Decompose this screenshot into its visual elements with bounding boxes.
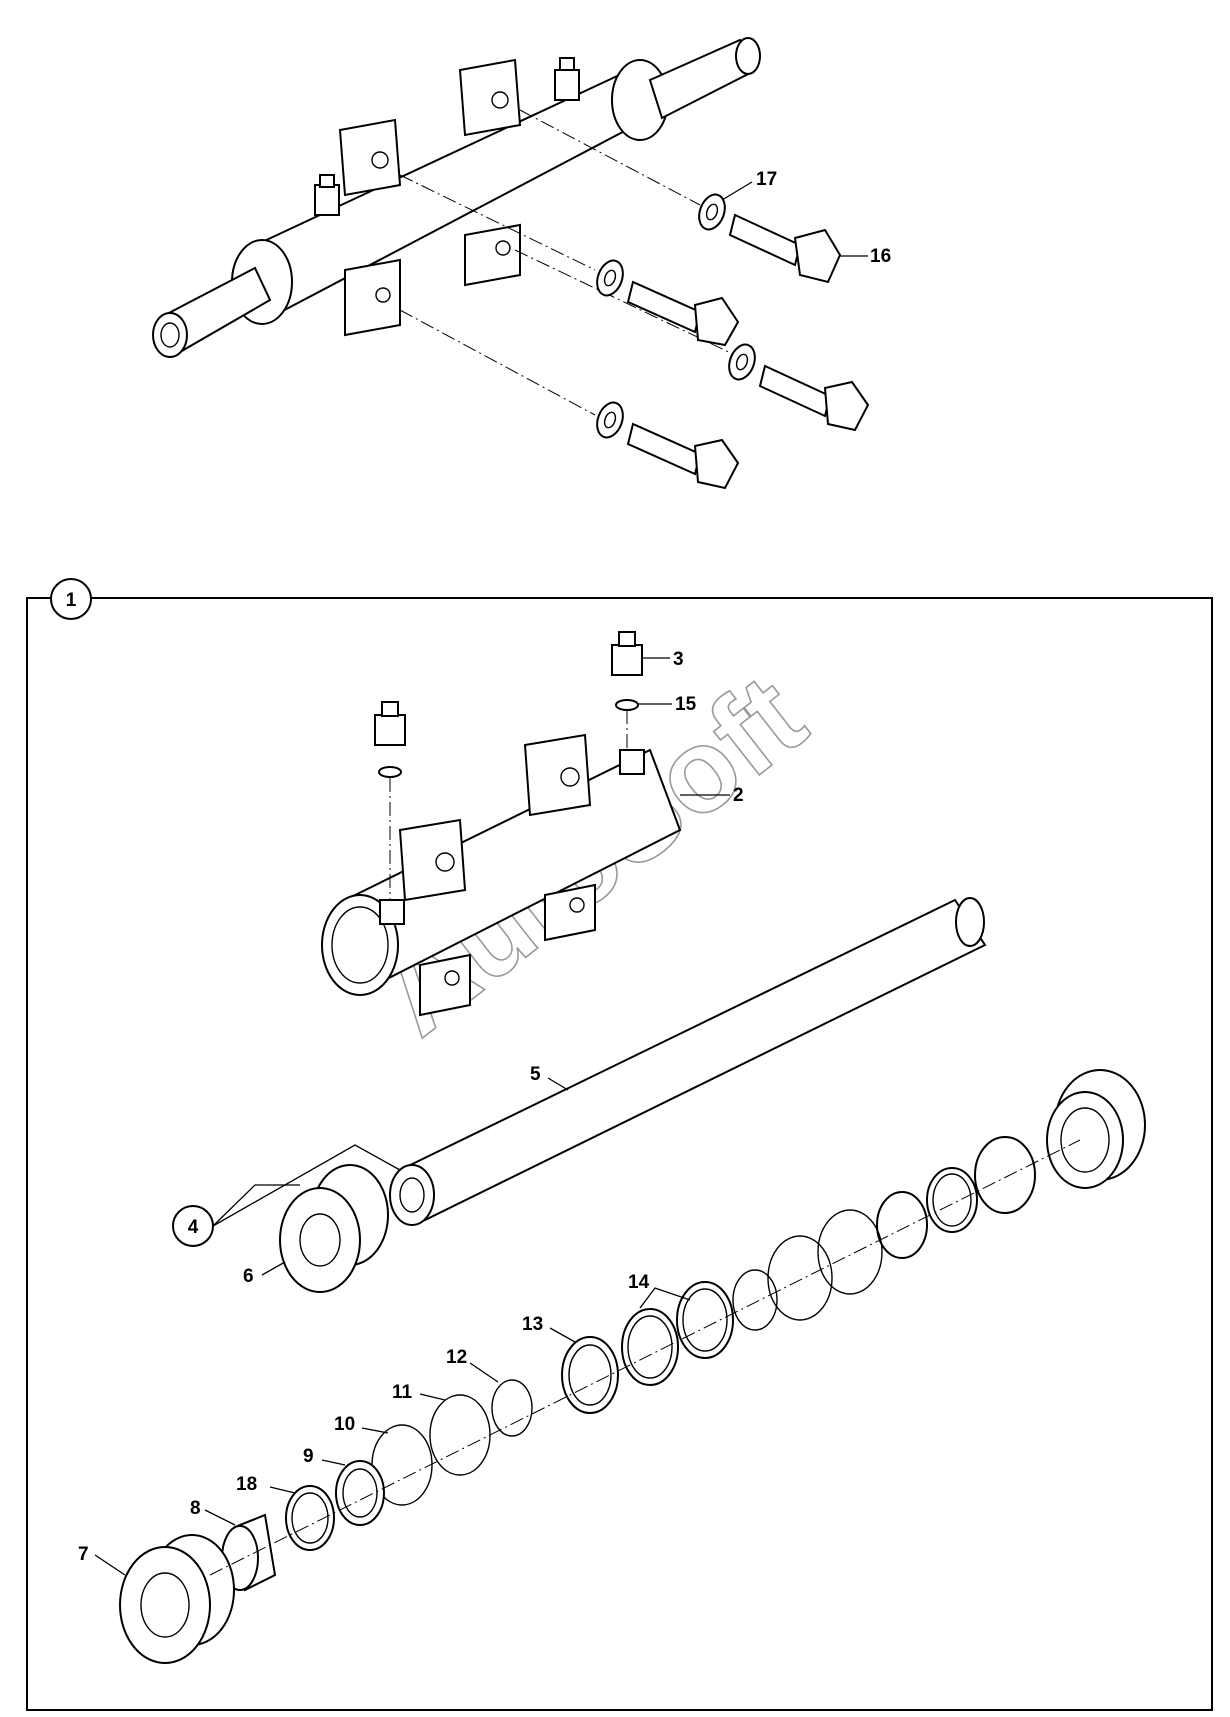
part-6-piston: [279, 1164, 389, 1293]
svg-text:10: 10: [334, 1414, 355, 1435]
part-5-rod: [389, 897, 987, 1226]
callout-14: 14: [628, 1272, 691, 1309]
callout-4: 4: [172, 1144, 401, 1247]
fitting-left: [374, 701, 406, 900]
top-cylinder-assembly: [152, 37, 761, 358]
part-13-ring: [561, 1336, 619, 1414]
part-12-snap-ring: [491, 1379, 533, 1437]
svg-text:5: 5: [530, 1064, 541, 1085]
callout-2: 2: [680, 785, 744, 806]
callout-12: 12: [446, 1347, 499, 1383]
part-18-ring: [285, 1485, 335, 1551]
svg-text:2: 2: [733, 785, 744, 806]
callout-16: 16: [840, 246, 891, 267]
callout-11: 11: [392, 1382, 446, 1403]
callout-7: 7: [78, 1544, 126, 1576]
callout-18: 18: [236, 1474, 296, 1495]
assembly-frame: [26, 597, 1213, 1711]
svg-text:15: 15: [675, 694, 697, 715]
svg-text:12: 12: [446, 1347, 467, 1368]
fitting-3: [611, 631, 643, 752]
callout-17: 17: [721, 169, 777, 201]
bolt-a: [596, 259, 740, 347]
part-14-rings: [621, 1281, 734, 1386]
svg-text:13: 13: [522, 1314, 543, 1335]
right-gland: [732, 1069, 1146, 1331]
svg-text:1: 1: [66, 590, 77, 611]
callout-8: 8: [190, 1498, 236, 1526]
callout-5: 5: [530, 1064, 569, 1091]
part-2-barrel: [321, 733, 682, 1017]
svg-text:6: 6: [243, 1266, 254, 1287]
part-9-seal: [335, 1460, 385, 1526]
callout-6: 6: [243, 1261, 286, 1287]
svg-text:9: 9: [303, 1446, 314, 1467]
svg-text:18: 18: [236, 1474, 257, 1495]
svg-text:3: 3: [673, 649, 684, 670]
part-11-ring: [429, 1394, 491, 1476]
part-7-gland-nut: [119, 1534, 235, 1664]
svg-text:16: 16: [870, 246, 891, 267]
svg-text:17: 17: [756, 169, 777, 190]
bolt-16: [698, 193, 842, 284]
bolt-b: [728, 343, 870, 432]
svg-text:11: 11: [392, 1382, 413, 1403]
svg-text:14: 14: [628, 1272, 650, 1293]
callout-9: 9: [303, 1446, 346, 1467]
callout-10: 10: [334, 1414, 389, 1435]
svg-text:7: 7: [78, 1544, 89, 1565]
svg-text:4: 4: [188, 1217, 199, 1238]
callout-13: 13: [522, 1314, 576, 1343]
axis-centerline: [209, 1139, 1081, 1576]
assembly-number-badge: 1: [50, 578, 92, 620]
bolt-c: [596, 401, 740, 490]
svg-text:8: 8: [190, 1498, 201, 1519]
callout-3: 3: [642, 649, 684, 670]
callout-15: 15: [638, 694, 697, 715]
